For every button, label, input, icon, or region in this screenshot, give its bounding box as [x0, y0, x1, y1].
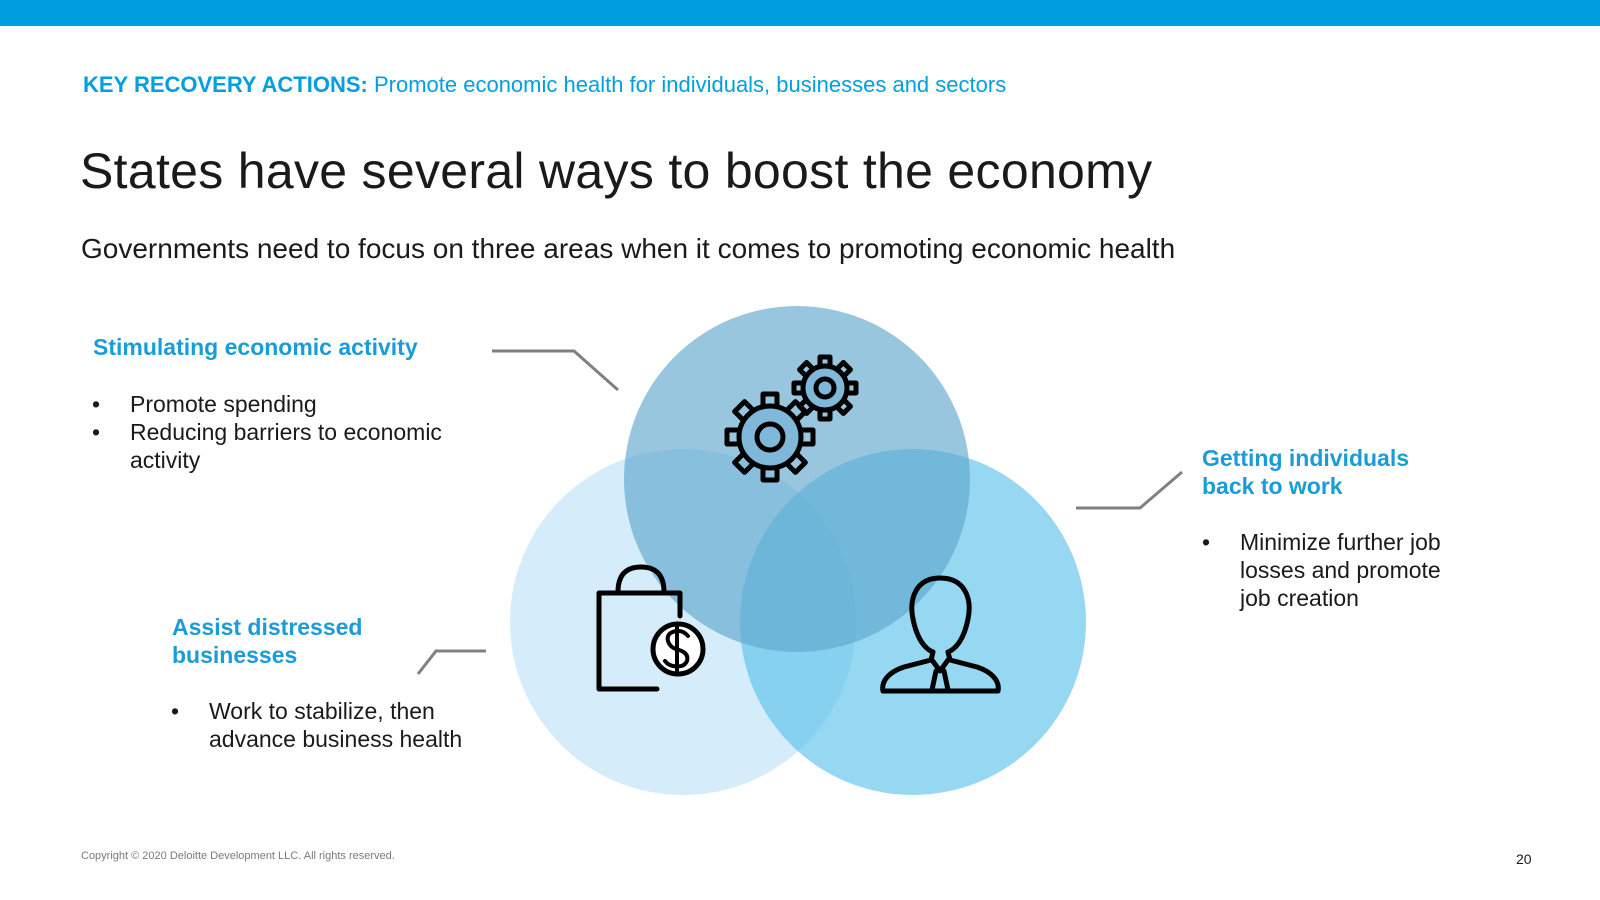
list-item: Promote spending — [92, 390, 472, 418]
connector-businesses — [416, 649, 486, 675]
connector-stimulating — [492, 349, 619, 392]
bullet-list-businesses: Work to stabilize, then advance business… — [171, 697, 481, 753]
kicker-label: KEY RECOVERY ACTIONS: — [83, 72, 368, 97]
list-item: Reducing barriers to economic activity — [92, 418, 472, 474]
page-subtitle: Governments need to focus on three areas… — [81, 233, 1176, 264]
section-heading-stimulating: Stimulating economic activity — [93, 334, 418, 360]
bullet-list-stimulating: Promote spending Reducing barriers to ec… — [92, 390, 472, 474]
section-heading-work: Getting individuals back to work — [1202, 445, 1410, 499]
connector-work — [1076, 470, 1183, 510]
top-accent-bar — [0, 0, 1600, 26]
list-item: Work to stabilize, then advance business… — [171, 697, 481, 753]
kicker-text: Promote economic health for individuals,… — [373, 72, 1007, 97]
section-kicker: KEY RECOVERY ACTIONS: Promote economic h… — [83, 72, 1006, 98]
bullet-list-work: Minimize further job losses and promote … — [1202, 528, 1464, 612]
person-icon — [880, 575, 1001, 694]
venn-circle-top — [624, 306, 970, 652]
gears-icon — [724, 354, 859, 483]
shopping-bag-dollar-icon — [596, 564, 706, 692]
page-number: 20 — [1516, 851, 1532, 867]
page-title: States have several ways to boost the ec… — [80, 143, 1153, 199]
copyright-text: Copyright © 2020 Deloitte Development LL… — [81, 850, 395, 862]
section-heading-businesses: Assist distressed businesses — [172, 614, 363, 668]
list-item: Minimize further job losses and promote … — [1202, 528, 1464, 612]
